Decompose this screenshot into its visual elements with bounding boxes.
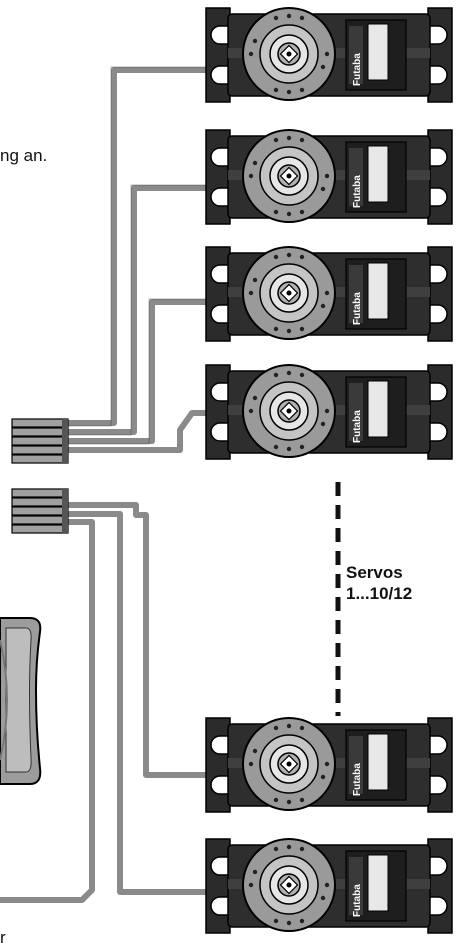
- servo-brand-label: Futaba: [352, 53, 363, 86]
- partial-text-top: ng an.: [0, 146, 48, 165]
- connector-pins-group-1: [11, 418, 69, 464]
- servo-brand-label: Futaba: [352, 763, 363, 796]
- connector-pins-group-2: [11, 488, 69, 534]
- servo-icon: [205, 129, 453, 225]
- servos-label-line1: Servos: [346, 563, 403, 582]
- servo-icon: [205, 246, 453, 342]
- servo-icon: [205, 717, 453, 813]
- servos-label-line2: 1...10/12: [346, 584, 413, 603]
- servo-brand-label: Futaba: [352, 175, 363, 208]
- servo-icon: [205, 838, 453, 934]
- receiver-icon: [0, 617, 42, 785]
- connector-block-icon: [11, 418, 69, 534]
- servo-brand-label: Futaba: [352, 884, 363, 917]
- servos-label: Servos 1...10/12: [346, 562, 412, 604]
- servo-brand-labels: Futaba Futaba Futaba Futaba Futaba Futab…: [352, 53, 363, 917]
- servo-icon: [205, 7, 453, 103]
- servo-brand-label: Futaba: [352, 292, 363, 325]
- servo-cables: [0, 67, 213, 903]
- servo-icon: [205, 364, 453, 460]
- servo-brand-label: Futaba: [352, 410, 363, 443]
- partial-text-bottom: r: [0, 928, 6, 947]
